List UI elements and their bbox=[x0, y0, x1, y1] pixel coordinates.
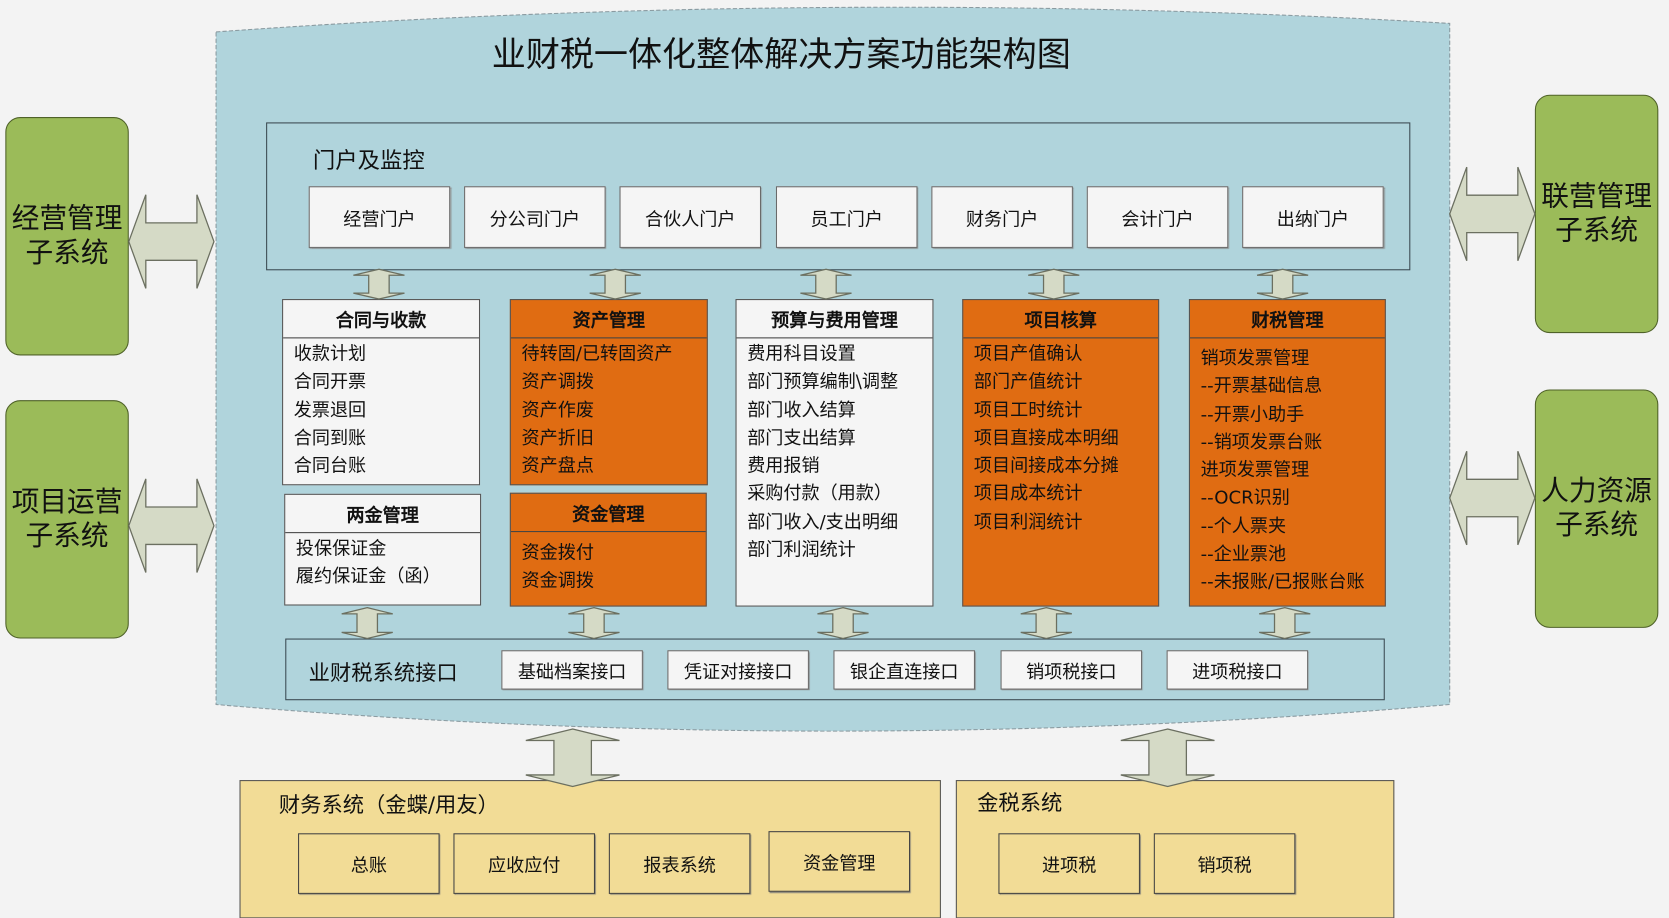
module-card: 项目核算项目产值确认部门产值统计项目工时统计项目直接成本明细项目间接成本分摊项目… bbox=[962, 299, 1160, 607]
module-item[interactable]: 资产折旧 bbox=[521, 427, 594, 449]
portal-button[interactable]: 分公司门户 bbox=[464, 186, 606, 248]
system-module-button[interactable]: 进项税 bbox=[998, 833, 1140, 894]
portal-button[interactable]: 财务门户 bbox=[931, 186, 1073, 248]
module-card: 两金管理投保保证金履约保证金（函） bbox=[284, 493, 482, 606]
module-title: 资产管理 bbox=[510, 300, 707, 339]
module-card: 资金管理资金拨付资金调拨 bbox=[509, 492, 707, 607]
double-arrow-icon bbox=[800, 269, 851, 299]
interface-button[interactable]: 银企直连接口 bbox=[833, 650, 975, 690]
module-card: 合同与收款收款计划合同开票发票退回合同到账合同台账 bbox=[282, 299, 481, 486]
double-arrow-icon bbox=[1257, 269, 1308, 299]
double-arrow-icon bbox=[1450, 167, 1535, 261]
module-card: 资产管理待转固/已转固资产资产调拨资产作废资产折旧资产盘点 bbox=[509, 299, 708, 486]
module-item[interactable]: 履约保证金（函） bbox=[295, 566, 441, 588]
portal-button[interactable]: 经营门户 bbox=[308, 186, 451, 248]
module-item[interactable]: 资产盘点 bbox=[521, 455, 594, 477]
system-module-button[interactable]: 销项税 bbox=[1153, 833, 1296, 894]
module-item[interactable]: 项目利润统计 bbox=[973, 511, 1083, 533]
module-item[interactable]: 采购付款（用款） bbox=[747, 483, 892, 505]
module-item[interactable]: 项目产值确认 bbox=[973, 343, 1083, 366]
module-item[interactable]: 发票退回 bbox=[293, 399, 367, 421]
module-title: 两金管理 bbox=[285, 495, 481, 534]
module-item[interactable]: 进项发票管理 bbox=[1200, 459, 1310, 482]
system-module-button[interactable]: 总账 bbox=[298, 833, 440, 894]
module-item[interactable]: 收款计划 bbox=[293, 343, 367, 366]
portal-label: 门户及监控 bbox=[312, 147, 425, 174]
interface-button[interactable]: 销项税接口 bbox=[1000, 650, 1143, 690]
double-arrow-icon bbox=[129, 479, 214, 573]
module-item[interactable]: 销项发票管理 bbox=[1200, 347, 1310, 370]
system-module-button[interactable]: 报表系统 bbox=[608, 833, 751, 894]
module-item[interactable]: 资产作废 bbox=[521, 399, 594, 421]
double-arrow-icon bbox=[129, 195, 214, 289]
module-item[interactable]: 部门支出结算 bbox=[747, 427, 856, 449]
double-arrow-icon bbox=[817, 608, 868, 639]
module-item[interactable]: 资金拨付 bbox=[521, 542, 594, 565]
module-item[interactable]: --未报账/已报账台账 bbox=[1200, 571, 1365, 594]
module-item[interactable]: 资产调拨 bbox=[521, 371, 594, 394]
double-arrow-icon bbox=[1028, 269, 1079, 299]
module-item[interactable]: 项目间接成本分摊 bbox=[973, 455, 1119, 477]
module-item[interactable]: 部门产值统计 bbox=[973, 371, 1083, 394]
module-item[interactable]: 资金调拨 bbox=[521, 570, 594, 593]
module-item[interactable]: 项目直接成本明细 bbox=[973, 427, 1119, 449]
hr-subsystem[interactable]: 人力资源 子系统 bbox=[1534, 389, 1659, 628]
interface-panel: 业财税系统接口 bbox=[285, 638, 1385, 701]
portal-button[interactable]: 会计门户 bbox=[1086, 186, 1229, 248]
double-arrow-icon bbox=[1021, 608, 1072, 639]
module-item[interactable]: 部门利润统计 bbox=[747, 539, 856, 561]
interface-button[interactable]: 进项税接口 bbox=[1166, 650, 1309, 690]
module-item[interactable]: 部门收入/支出明细 bbox=[747, 511, 899, 533]
module-item[interactable]: --开票小助手 bbox=[1200, 403, 1305, 426]
module-title: 合同与收款 bbox=[283, 300, 479, 339]
system-module-button[interactable]: 应收应付 bbox=[453, 833, 595, 894]
finance-system-label: 财务系统（金蝶/用友） bbox=[278, 791, 499, 818]
module-title: 项目核算 bbox=[963, 300, 1159, 339]
module-item[interactable]: --开票基础信息 bbox=[1200, 375, 1323, 398]
module-item[interactable]: --个人票夹 bbox=[1200, 515, 1287, 538]
system-module-button[interactable]: 资金管理 bbox=[768, 831, 911, 892]
interface-label: 业财税系统接口 bbox=[308, 659, 458, 686]
module-title: 财税管理 bbox=[1189, 300, 1385, 339]
double-arrow-icon bbox=[342, 608, 393, 639]
module-item[interactable]: 项目工时统计 bbox=[973, 399, 1083, 421]
diagram-title: 业财税一体化整体解决方案功能架构图 bbox=[491, 34, 1071, 75]
module-item[interactable]: 合同台账 bbox=[293, 455, 367, 477]
interface-button[interactable]: 基础档案接口 bbox=[501, 650, 643, 690]
module-item[interactable]: --销项发票台账 bbox=[1200, 431, 1323, 454]
interface-button[interactable]: 凭证对接接口 bbox=[667, 650, 809, 690]
module-item[interactable]: 部门收入结算 bbox=[747, 399, 856, 421]
module-item[interactable]: 合同到账 bbox=[293, 427, 367, 449]
module-item[interactable]: 部门预算编制\调整 bbox=[747, 371, 899, 394]
portal-button[interactable]: 合伙人门户 bbox=[619, 186, 762, 248]
module-item[interactable]: 项目成本统计 bbox=[973, 483, 1083, 505]
double-arrow-icon bbox=[568, 608, 619, 639]
double-arrow-icon bbox=[1259, 608, 1310, 639]
module-card: 预算与费用管理费用科目设置部门预算编制\调整部门收入结算部门支出结算费用报销采购… bbox=[735, 299, 934, 607]
module-item[interactable]: 投保保证金 bbox=[295, 538, 387, 560]
portal-button[interactable]: 员工门户 bbox=[775, 186, 918, 248]
module-item[interactable]: --OCR识别 bbox=[1200, 487, 1290, 510]
module-card: 财税管理销项发票管理 --开票基础信息 --开票小助手 --销项发票台账进项发票管理 -… bbox=[1188, 299, 1386, 607]
joint-venture-subsystem[interactable]: 联营管理 子系统 bbox=[1534, 94, 1659, 334]
module-item[interactable]: 费用报销 bbox=[747, 455, 820, 477]
module-item[interactable]: 费用科目设置 bbox=[747, 343, 856, 366]
portal-panel: 门户及监控 bbox=[266, 122, 1411, 271]
module-item[interactable]: 待转固/已转固资产 bbox=[521, 343, 673, 366]
double-arrow-icon bbox=[1450, 451, 1535, 545]
double-arrow-icon bbox=[526, 729, 620, 786]
double-arrow-icon bbox=[1121, 729, 1215, 786]
project-ops-subsystem[interactable]: 项目运营 子系统 bbox=[5, 400, 129, 639]
tax-system-label: 金税系统 bbox=[977, 789, 1063, 816]
module-title: 资金管理 bbox=[510, 494, 706, 533]
module-item[interactable]: --企业票池 bbox=[1200, 543, 1287, 566]
module-title: 预算与费用管理 bbox=[736, 300, 933, 339]
portal-button[interactable]: 出纳门户 bbox=[1242, 186, 1384, 248]
module-item[interactable]: 合同开票 bbox=[293, 371, 367, 394]
double-arrow-icon bbox=[590, 269, 641, 299]
operations-mgmt-subsystem[interactable]: 经营管理 子系统 bbox=[5, 117, 129, 356]
double-arrow-icon bbox=[353, 269, 404, 299]
